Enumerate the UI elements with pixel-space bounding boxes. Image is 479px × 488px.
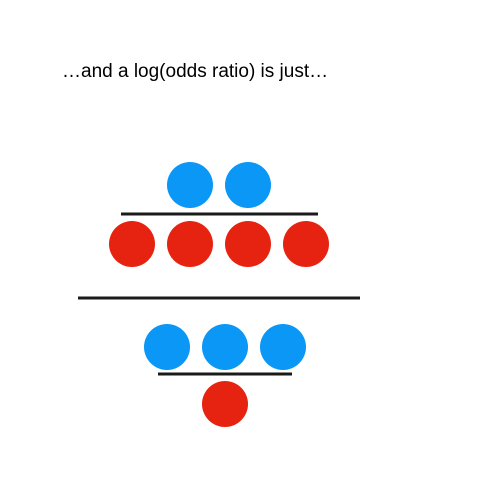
upper-numerator-blue-circle bbox=[225, 162, 271, 208]
upper-numerator-circles bbox=[167, 162, 271, 208]
lower-denominator-circles bbox=[202, 381, 248, 427]
lower-numerator-blue-circle bbox=[144, 324, 190, 370]
lower-numerator-blue-circle bbox=[202, 324, 248, 370]
slide-title: …and a log(odds ratio) is just… bbox=[62, 61, 329, 82]
lower-denominator-red-circle bbox=[202, 381, 248, 427]
lower-numerator-circles bbox=[144, 324, 306, 370]
lower-numerator-blue-circle bbox=[260, 324, 306, 370]
upper-fraction bbox=[109, 162, 329, 267]
upper-denominator-red-circle bbox=[225, 221, 271, 267]
upper-denominator-circles bbox=[109, 221, 329, 267]
upper-denominator-red-circle bbox=[109, 221, 155, 267]
upper-denominator-red-circle bbox=[283, 221, 329, 267]
upper-denominator-red-circle bbox=[167, 221, 213, 267]
lower-fraction bbox=[144, 324, 306, 427]
upper-numerator-blue-circle bbox=[167, 162, 213, 208]
